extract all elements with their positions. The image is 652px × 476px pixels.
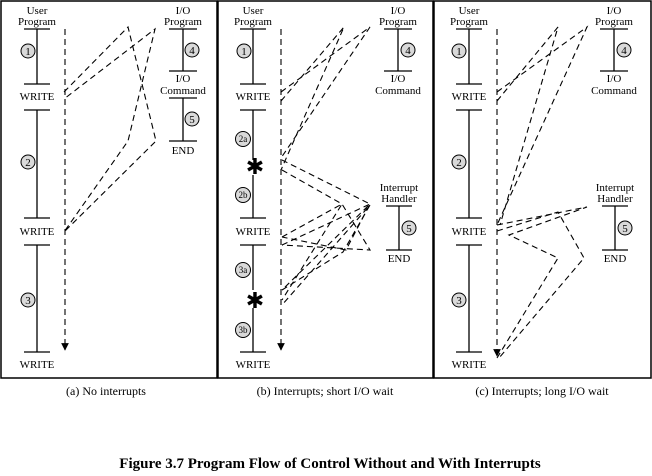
panel-c-user-title-1: User — [459, 5, 480, 17]
svg-text:4: 4 — [621, 45, 627, 57]
figure-caption: Figure 3.7 Program Flow of Control Witho… — [119, 456, 541, 472]
panel-a-io-command-2: Command — [160, 85, 206, 97]
svg-text:4: 4 — [405, 45, 411, 57]
svg-text:2: 2 — [25, 157, 31, 169]
svg-text:2: 2 — [456, 157, 462, 169]
panel-c-user-title-2: Program — [450, 16, 488, 28]
panel-c-io-title-1: I/O — [607, 5, 622, 17]
panel-b-write-3: WRITE — [236, 359, 271, 371]
panel-b-node-3a — [235, 262, 251, 278]
panel-c-node-2 — [451, 154, 467, 170]
panel-b-user-title-1: User — [243, 5, 264, 17]
panel-b-write-2: WRITE — [236, 226, 271, 238]
panel-a-io-title-2: Program — [164, 16, 202, 28]
panel-b-node-3b — [235, 322, 251, 338]
panel-b-user-title-2: Program — [234, 16, 272, 28]
panel-c-frame — [433, 0, 652, 379]
panel-b-interrupt-1: ✱ — [246, 155, 264, 180]
svg-text:2a: 2a — [239, 134, 248, 144]
panel-a-frame — [0, 0, 218, 379]
panel-a-node-1 — [20, 43, 36, 59]
panel-b-interrupt-2: ✱ — [246, 289, 264, 314]
panel-a-caption: (a) No interrupts — [66, 384, 146, 398]
panel-c-node-3 — [451, 292, 467, 308]
panel-c-node-5 — [617, 220, 633, 236]
panel-c-io-title-2: Program — [595, 16, 633, 28]
svg-text:3a: 3a — [239, 265, 248, 275]
panel-c-handler-title-1: Interrupt — [596, 182, 634, 194]
svg-text:5: 5 — [406, 223, 412, 235]
panel-b-io-title-2: Program — [379, 16, 417, 28]
panel-a-write-1: WRITE — [20, 91, 55, 103]
svg-text:5: 5 — [189, 114, 195, 126]
panel-b-caption: (b) Interrupts; short I/O wait — [257, 384, 394, 398]
panel-c: User Program I/O Program 1 WRITE 2 WRITE… — [450, 5, 637, 371]
svg-text:1: 1 — [456, 46, 462, 58]
svg-text:3: 3 — [456, 295, 462, 307]
panel-b-write-1: WRITE — [236, 91, 271, 103]
panel-c-write-2: WRITE — [452, 226, 487, 238]
panel-b-handler-title-2: Handler — [381, 193, 417, 205]
panel-a-node-4 — [184, 42, 200, 58]
svg-text:3: 3 — [25, 295, 31, 307]
svg-text:1: 1 — [25, 46, 31, 58]
panel-a-user-title-1: User — [27, 5, 48, 17]
panel-b-node-5 — [401, 220, 417, 236]
panel-c-node-4 — [616, 42, 632, 58]
panel-b-node-2b — [235, 187, 251, 203]
panel-c-flow — [493, 25, 589, 359]
panel-a-user-title-2: Program — [18, 16, 56, 28]
svg-text:1: 1 — [241, 46, 247, 58]
panel-c-handler-title-2: Handler — [597, 193, 633, 205]
panel-a-io-title-1: I/O — [176, 5, 191, 17]
panel-c-node-1 — [451, 43, 467, 59]
panel-c-caption: (c) Interrupts; long I/O wait — [475, 384, 609, 398]
panel-b-io-command-2: Command — [375, 85, 421, 97]
panel-b-node-1 — [236, 43, 252, 59]
panel-a-node-5 — [184, 111, 200, 127]
panel-a-write-3: WRITE — [20, 359, 55, 371]
panel-b-frame — [217, 0, 434, 379]
panel-a-write-2: WRITE — [20, 226, 55, 238]
panel-b-io-title-1: I/O — [391, 5, 406, 17]
svg-text:3b: 3b — [239, 325, 249, 335]
svg-text:2b: 2b — [239, 190, 249, 200]
panel-b-end: END — [388, 253, 411, 265]
panel-a: User Program I/O Program 1 WRITE 2 WRITE… — [18, 5, 206, 371]
panel-b-flow — [277, 26, 372, 351]
panel-a-node-3 — [20, 292, 36, 308]
panel-a-end: END — [172, 145, 195, 157]
panel-c-io-command-2: Command — [591, 85, 637, 97]
panel-a-io-command-1: I/O — [176, 73, 191, 85]
panel-c-write-3: WRITE — [452, 359, 487, 371]
panel-c-write-1: WRITE — [452, 91, 487, 103]
svg-text:5: 5 — [622, 223, 628, 235]
panel-b-handler-title-1: Interrupt — [380, 182, 418, 194]
panel-b-node-2a — [235, 131, 251, 147]
panel-b-io-command-1: I/O — [391, 73, 406, 85]
panel-a-node-2 — [20, 154, 36, 170]
panel-c-io-command-1: I/O — [607, 73, 622, 85]
panel-c-end: END — [604, 253, 627, 265]
panel-b: User Program I/O Program 1 WRITE 2a ✱ 2b… — [234, 5, 421, 371]
panel-a-flow — [61, 25, 157, 351]
svg-text:4: 4 — [189, 45, 195, 57]
panel-b-node-4 — [400, 42, 416, 58]
